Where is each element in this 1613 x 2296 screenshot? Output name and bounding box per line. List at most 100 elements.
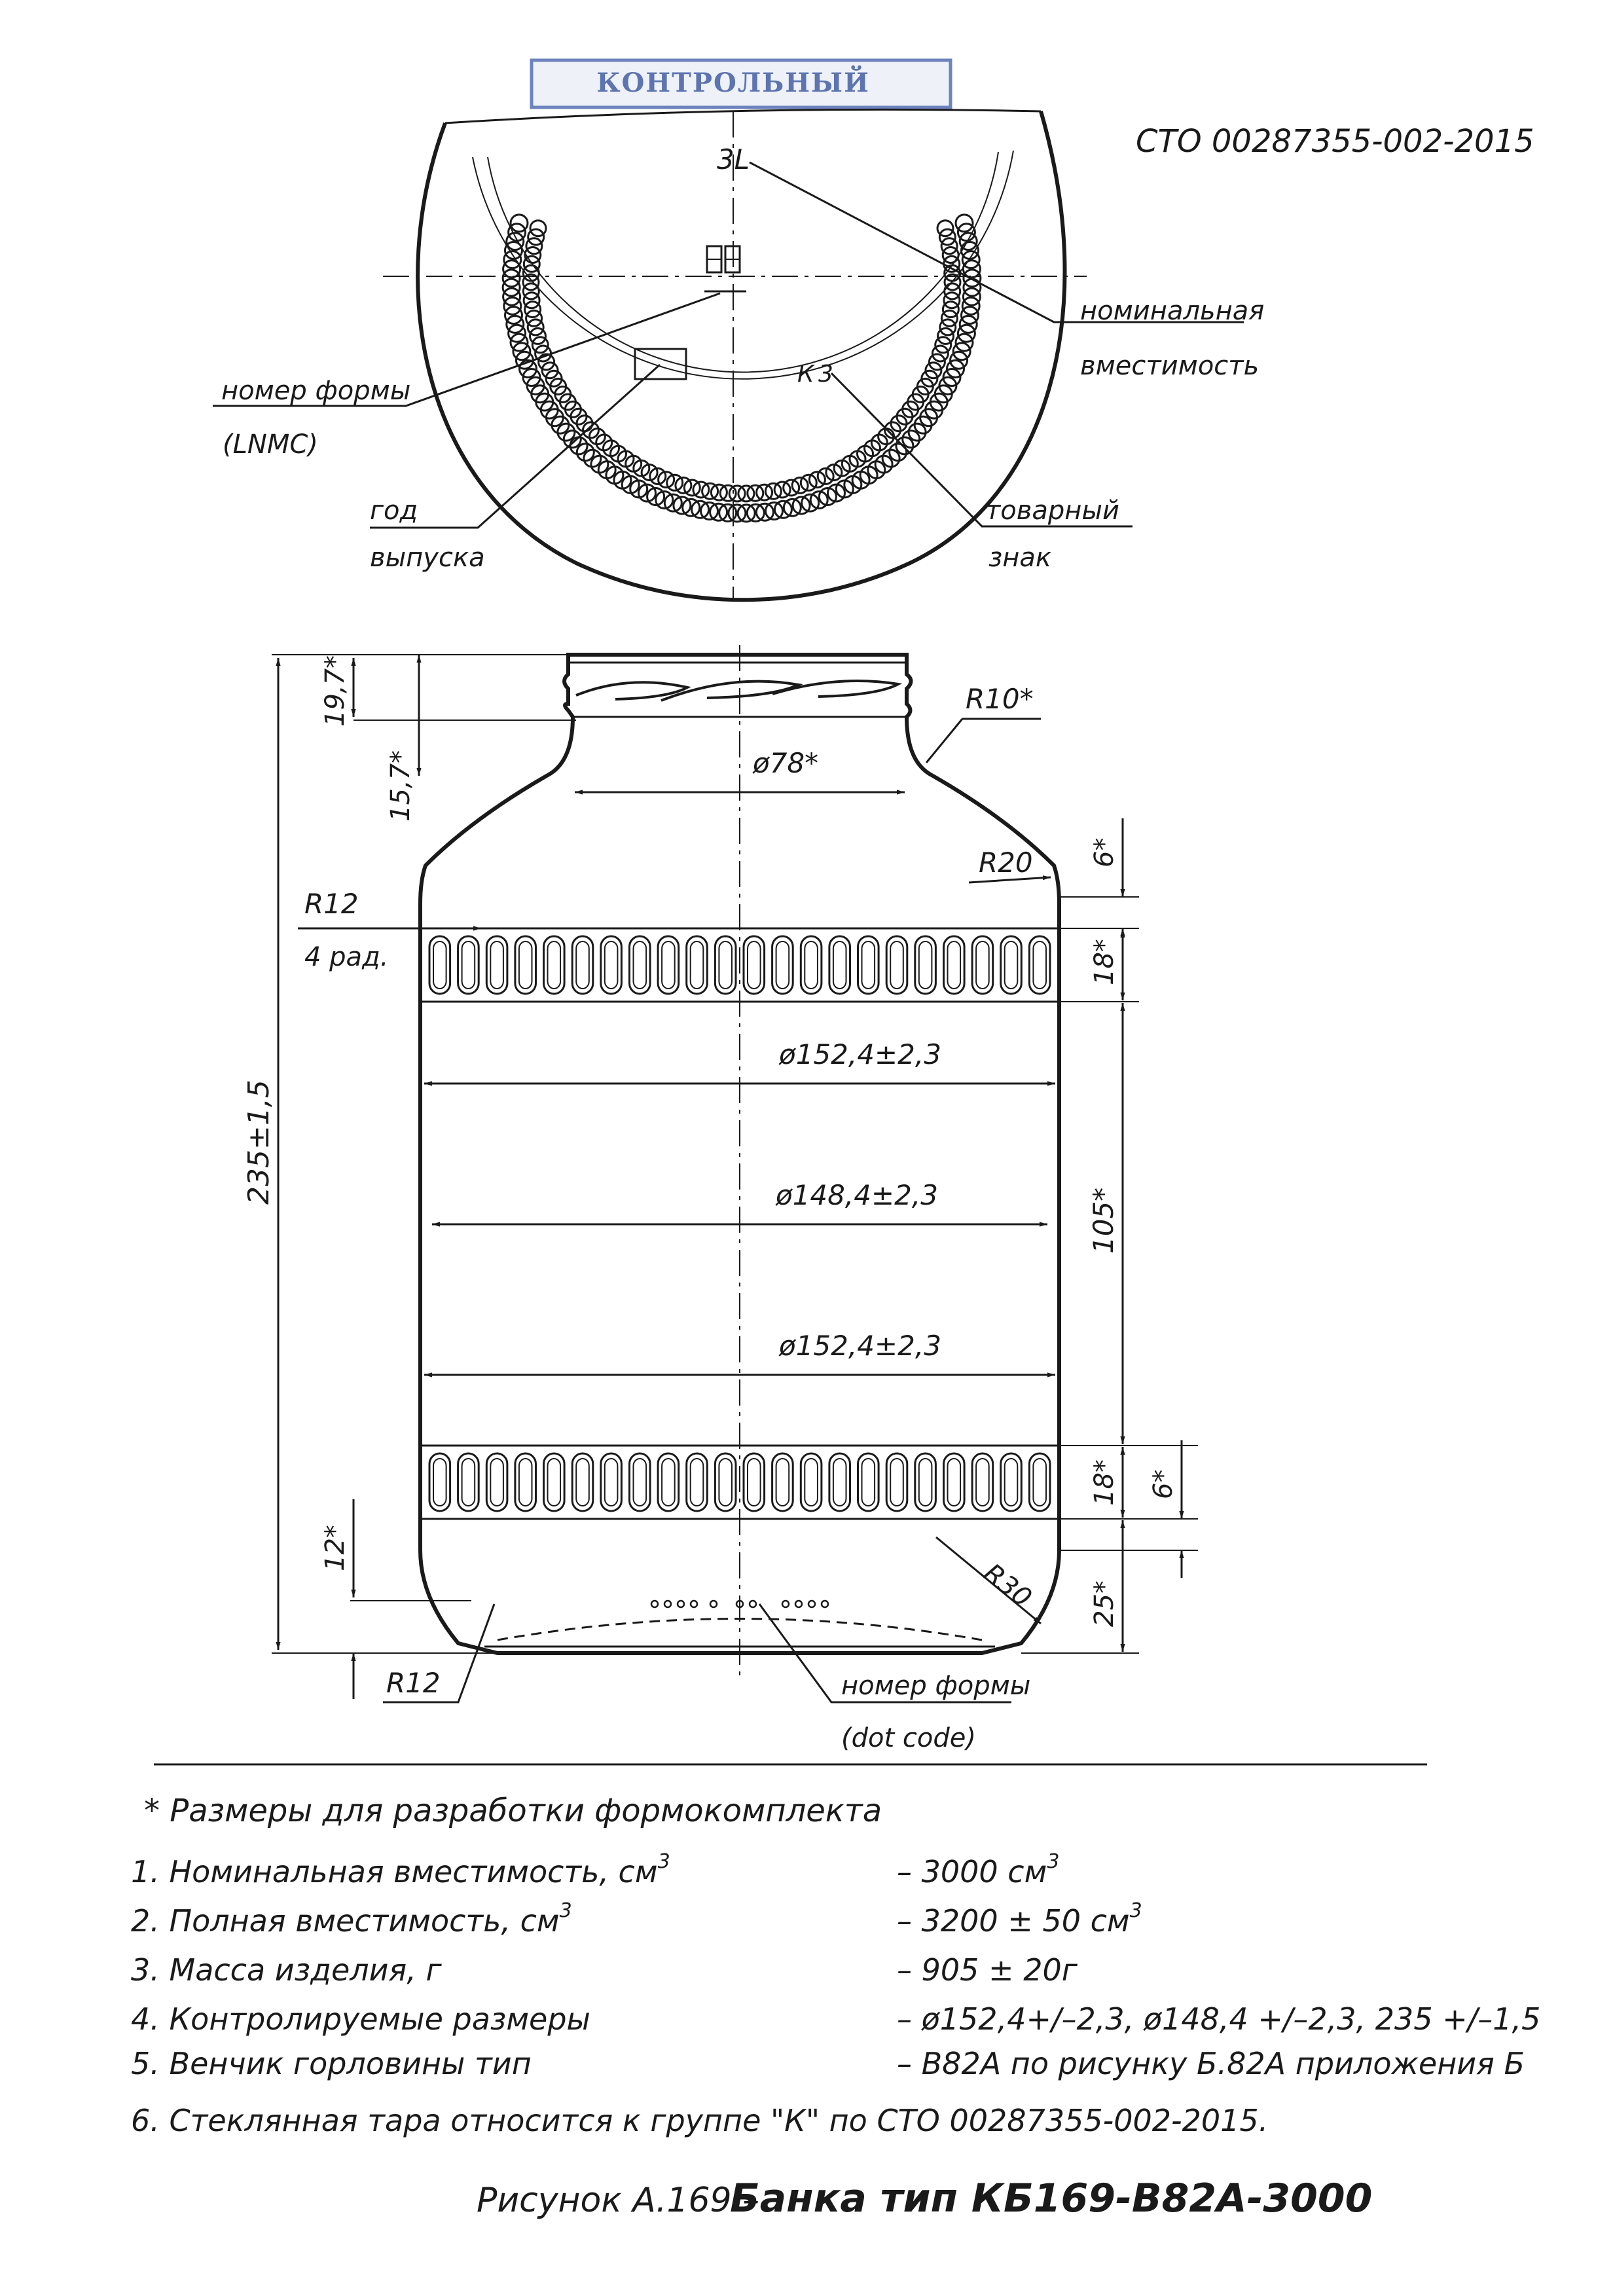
knurl-bead: [507, 223, 527, 242]
dim-total-height: 235±1,5: [242, 1080, 276, 1205]
knurl-bead: [936, 219, 954, 238]
thread-lugs: [575, 680, 903, 702]
knurl-bead: [835, 479, 854, 499]
knurl-bead: [502, 259, 522, 279]
dim-shoulder-radius: R20: [979, 847, 1033, 879]
band-oval: [943, 1452, 966, 1512]
band-oval: [771, 935, 794, 995]
knurl-bead: [503, 250, 522, 270]
label-nominal-2: вместимость: [1080, 351, 1259, 381]
control-stamp: КОНТРОЛЬНЫЙ: [530, 58, 952, 109]
label-trade-1: товарный: [985, 496, 1119, 526]
knurl-bead: [791, 476, 809, 494]
band-oval-inner: [689, 941, 704, 989]
dim-base-radius-12: R12: [386, 1667, 441, 1699]
notes-block: * Размеры для разработки формокомплекта …: [131, 1793, 1540, 2138]
band-oval: [428, 935, 452, 995]
knurl-bead: [956, 223, 976, 242]
knurl-bead: [956, 323, 976, 343]
band-oval-inner: [547, 941, 562, 989]
upper-band: [419, 927, 1060, 1003]
note-6: 6. Стеклянная тара относится к группе "К…: [131, 2103, 1268, 2138]
band-oval-inner: [975, 941, 990, 989]
band-oval: [857, 1452, 880, 1512]
knurl-bead: [663, 493, 683, 513]
bottom-rim-line: [444, 108, 1042, 124]
band-oval: [828, 1452, 852, 1512]
knurl-bead: [525, 309, 543, 327]
knurl-bead: [773, 481, 791, 499]
lower-band-ovals: [428, 1452, 1051, 1512]
note-value-sup: 3: [1130, 1899, 1142, 1922]
band-oval: [714, 1452, 737, 1512]
dot-code-dot: [748, 1599, 757, 1609]
band-oval-inner: [461, 941, 476, 989]
band-oval: [742, 935, 766, 995]
band-oval: [543, 1452, 566, 1512]
bottom-outline: [416, 111, 1067, 602]
band-oval: [571, 935, 594, 995]
knurl-bead: [962, 268, 982, 288]
knurl-bead: [674, 476, 693, 494]
band-oval: [1000, 935, 1023, 995]
band-oval-inner: [747, 1458, 761, 1506]
knurl-bead: [755, 483, 774, 501]
knurl-bead: [529, 327, 547, 345]
year-box: [634, 348, 687, 380]
knurl-bead: [583, 448, 602, 468]
notes-list: 1. Номинальная вместимость, см3– 3000 см…: [131, 1850, 1540, 2081]
bottom-view: 3L К 3 номинальная вместимость номер фор…: [213, 108, 1264, 602]
knurl-bead: [943, 282, 962, 301]
knurl-bead: [525, 237, 543, 255]
dim-upper-diameter: ø152,4±2,3: [778, 1038, 941, 1070]
dim-finish-height: 19,7*: [320, 655, 350, 727]
knurl-bead: [816, 467, 835, 485]
band-oval-inner: [632, 1458, 647, 1506]
inner-ring-2: [487, 151, 999, 373]
knurl-bead: [958, 314, 978, 334]
dot-code-dot: [663, 1599, 672, 1609]
knurl-bead-ring: [501, 213, 982, 523]
knurl-bead: [691, 500, 710, 519]
band-oval-inner: [632, 941, 647, 989]
caption-prefix: Рисунок А.169 –: [477, 2181, 759, 2220]
knurl-bead: [799, 473, 818, 492]
knurl-bead: [692, 481, 710, 499]
band-oval: [628, 1452, 651, 1512]
band-oval-inner: [775, 941, 790, 989]
band-oval-inner: [1032, 941, 1047, 989]
knurl-bead: [531, 336, 549, 354]
band-oval: [799, 935, 823, 995]
knurl-bead: [509, 213, 529, 233]
band-oval: [485, 935, 509, 995]
dot-code-dot: [794, 1599, 803, 1609]
knurl-bead: [522, 368, 541, 387]
knurl-bead: [928, 353, 946, 371]
dim-lower-band-18: 18*: [1089, 1459, 1119, 1506]
dim-lower-6: 6*: [1148, 1470, 1178, 1499]
band-oval-inner: [861, 941, 876, 989]
band-oval-inner: [518, 1458, 533, 1506]
knurl-bead: [681, 498, 701, 517]
knurl-bead: [940, 309, 958, 327]
knurl-bead: [736, 503, 756, 523]
knurl-bead: [764, 482, 782, 500]
knurl-bead: [524, 301, 542, 319]
band-oval: [971, 1452, 994, 1512]
band-oval: [657, 935, 680, 995]
knurl-bead: [582, 421, 600, 439]
band-oval-inner: [918, 1458, 933, 1506]
knurl-bead: [943, 291, 961, 310]
knurl-bead: [710, 483, 728, 501]
knurl-bead: [755, 502, 774, 522]
note-value: – 3200 ± 50 см3: [897, 1899, 1142, 1939]
lower-band: [419, 1444, 1060, 1520]
knurl-bead: [791, 496, 811, 515]
knurl-bead: [961, 250, 981, 270]
band-oval: [457, 935, 480, 995]
knurl-bead: [801, 493, 820, 513]
knurl-bead: [958, 232, 978, 251]
knurl-bead: [509, 333, 529, 352]
dim-12: 12*: [320, 1525, 350, 1571]
